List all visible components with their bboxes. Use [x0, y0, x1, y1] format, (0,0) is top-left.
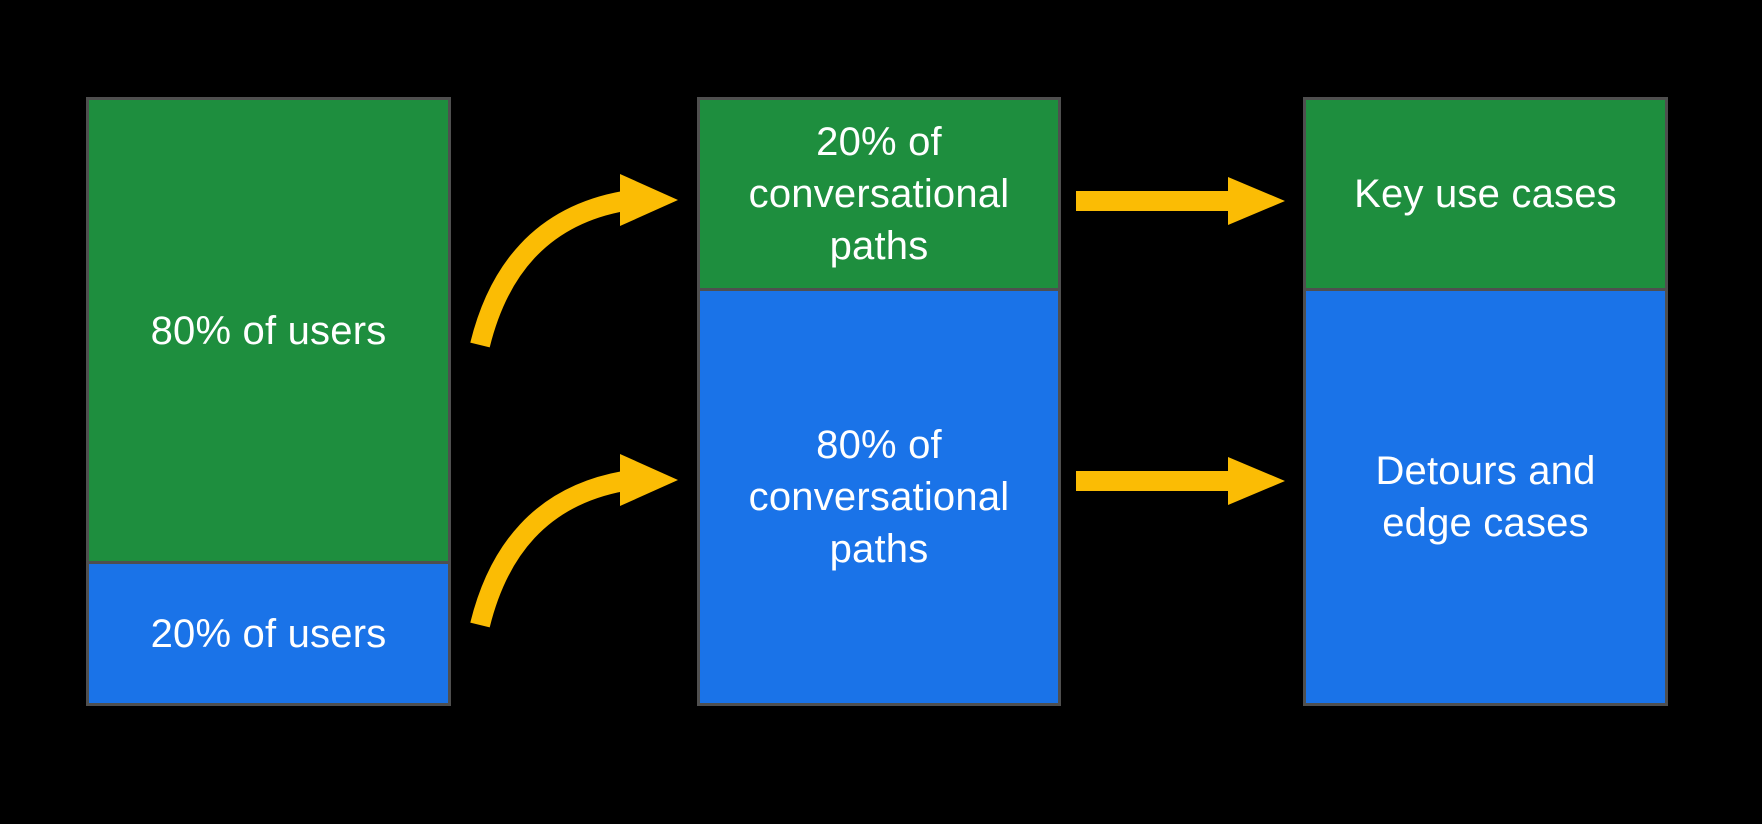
segment-80-of-paths: 80% of conversational paths	[700, 288, 1058, 703]
segment-key-use-cases: Key use cases	[1306, 100, 1665, 289]
segment-80-of-users-label: 80% of users	[150, 308, 387, 353]
bar-outcomes: Key use cases Detours and edge cases	[1303, 97, 1668, 706]
curved-arrow-top-icon	[470, 174, 678, 348]
segment-80-of-users: 80% of users	[89, 100, 448, 562]
straight-arrow-bottom-icon	[1076, 457, 1285, 505]
segment-detours-edge-cases-label: Detours and edge cases	[1375, 449, 1596, 546]
segment-20-of-users-label: 20% of users	[150, 611, 387, 656]
curved-arrow-bottom-icon	[470, 454, 678, 628]
bar-conversational-paths: 20% of conversational paths 80% of conve…	[697, 97, 1061, 706]
straight-arrow-top-icon	[1076, 177, 1285, 225]
segment-key-use-cases-label: Key use cases	[1354, 172, 1617, 217]
segment-80-of-paths-label: 80% of conversational paths	[748, 423, 1010, 572]
segment-20-of-users: 20% of users	[89, 561, 448, 703]
segment-20-of-paths: 20% of conversational paths	[700, 100, 1058, 289]
bar-users: 80% of users 20% of users	[86, 97, 451, 706]
segment-20-of-paths-label: 20% of conversational paths	[748, 120, 1010, 269]
segment-detours-edge-cases: Detours and edge cases	[1306, 288, 1665, 703]
